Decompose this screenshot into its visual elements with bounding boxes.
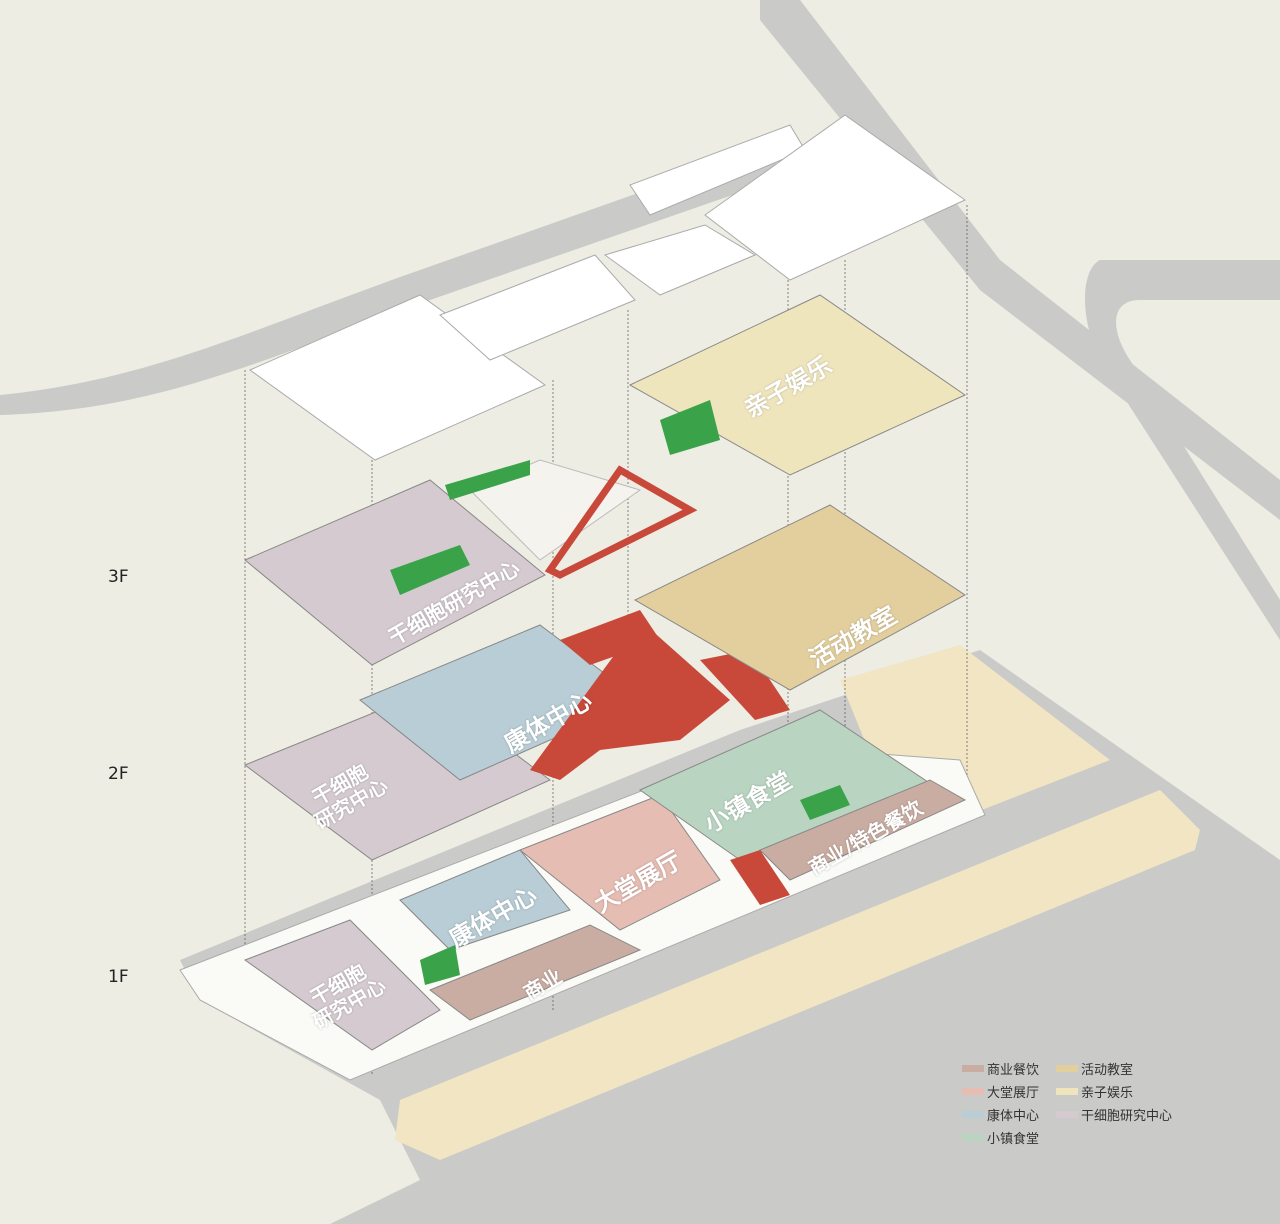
legend-swatch: [1056, 1111, 1078, 1118]
legend-label: 亲子娱乐: [1081, 1086, 1134, 1101]
floor-1: [179, 709, 986, 1081]
floor-label-1f: 1F: [108, 967, 129, 987]
legend-label: 大堂展厅: [987, 1086, 1040, 1101]
legend-label: 活动教室: [1081, 1063, 1134, 1078]
legend-swatch: [1056, 1065, 1078, 1072]
legend: 商业餐饮 活动教室大堂展厅 亲子娱乐康体中心 干细胞研究中心小镇食堂: [962, 1060, 1176, 1147]
floor-2: [243, 504, 966, 861]
legend-swatch: [962, 1088, 984, 1095]
legend-item: 干细胞研究中心: [1056, 1106, 1176, 1124]
legend-item: 大堂展厅: [962, 1083, 1056, 1101]
legend-item: 商业餐饮: [962, 1060, 1056, 1078]
legend-item: 亲子娱乐: [1056, 1083, 1176, 1101]
legend-swatch: [962, 1134, 984, 1141]
legend-label: 商业餐饮: [987, 1063, 1040, 1078]
legend-swatch: [962, 1065, 984, 1072]
legend-swatch: [962, 1111, 984, 1118]
legend-item: 康体中心: [962, 1106, 1056, 1124]
legend-swatch: [1056, 1088, 1078, 1095]
floor-label-2f: 2F: [108, 764, 129, 784]
floor-label-3f: 3F: [108, 567, 129, 587]
floor-3: [244, 294, 967, 666]
legend-label: 小镇食堂: [987, 1132, 1040, 1147]
legend-label: 康体中心: [987, 1109, 1040, 1124]
legend-item: 活动教室: [1056, 1060, 1176, 1078]
roof-level: [248, 114, 966, 461]
legend-item: 小镇食堂: [962, 1129, 1056, 1147]
legend-label: 干细胞研究中心: [1081, 1109, 1173, 1124]
